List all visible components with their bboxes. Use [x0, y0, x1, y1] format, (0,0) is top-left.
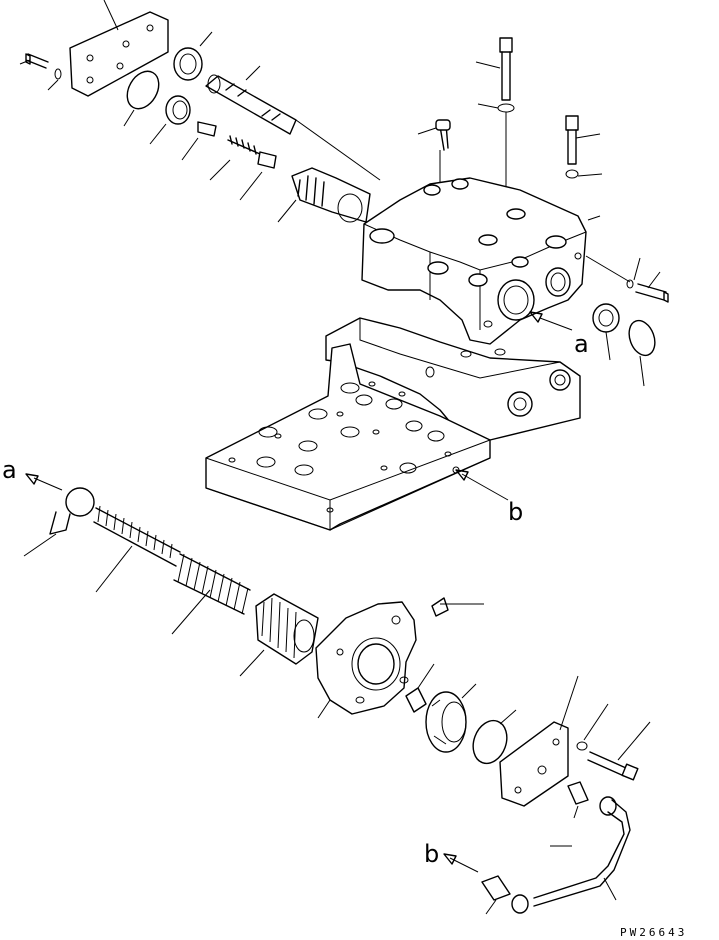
side-fitting — [431, 597, 484, 617]
long-spool — [23, 487, 95, 557]
callout-b-lower: b — [424, 840, 439, 868]
lower-piston — [425, 683, 477, 753]
pipe-fitting-upper — [567, 781, 617, 819]
small-screw-top — [417, 119, 451, 210]
top-plug-1 — [173, 47, 203, 81]
callout-b-upper: b — [508, 498, 523, 526]
callout-a-upper: a — [574, 330, 589, 358]
top-seal-ring — [126, 70, 160, 110]
base-plate — [205, 343, 491, 531]
small-spring — [93, 505, 181, 593]
arrow-b-lower: b — [424, 840, 479, 873]
top-spool — [205, 74, 297, 135]
upper-body-leader — [587, 215, 601, 221]
oil-pipe — [511, 799, 631, 914]
arrow-a-upper: a — [529, 311, 589, 358]
top-plug-2 — [165, 95, 191, 125]
right-screw — [585, 255, 669, 303]
arrow-a-lower: a — [2, 456, 63, 491]
vertical-bolt-2 — [565, 115, 603, 179]
top-small-springs — [197, 121, 277, 169]
upper-valve-body — [361, 177, 587, 345]
lower-cover-plate — [499, 675, 579, 807]
large-spring — [171, 553, 251, 635]
base-plate-holes — [228, 381, 452, 513]
top-cover-plate — [69, 11, 169, 97]
lower-washer-bolt — [576, 703, 651, 781]
callout-a-lower: a — [2, 456, 17, 484]
lower-seal-ring — [472, 709, 517, 765]
arrow-b-upper: b — [452, 466, 523, 526]
lower-plug — [405, 663, 435, 713]
right-plug — [592, 303, 620, 361]
pipe-fitting-lower — [481, 875, 511, 915]
drawing-code: PW26643 — [620, 926, 687, 939]
piston-spool — [239, 593, 319, 677]
top-left-bolt — [25, 53, 62, 80]
right-seal-ring — [628, 319, 656, 387]
lower-valve-body — [325, 317, 581, 441]
top-large-spool — [291, 167, 371, 223]
top-left-leaders — [19, 0, 381, 223]
vertical-bolt-1 — [475, 37, 515, 230]
lower-housing — [315, 601, 417, 719]
